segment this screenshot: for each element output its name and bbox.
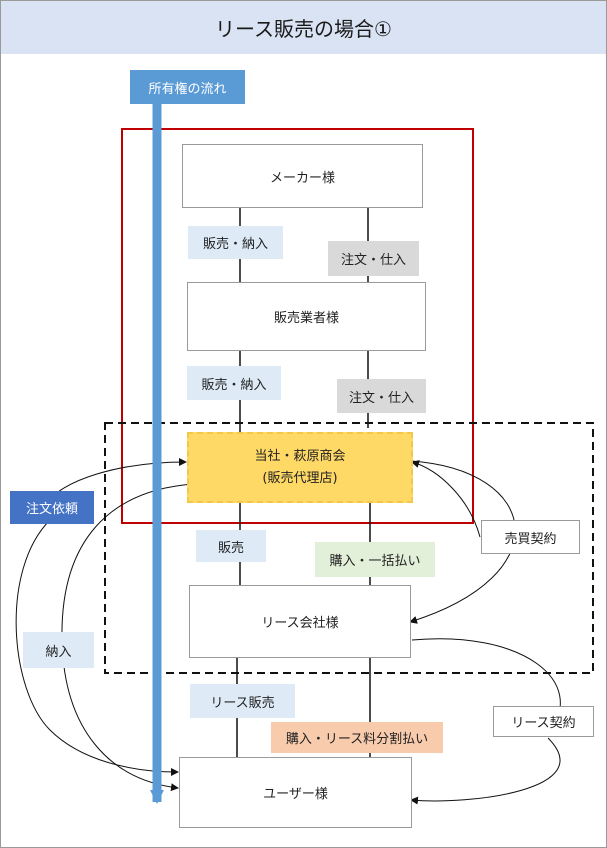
label-sales-contract: 売買契約 [481, 520, 580, 554]
ours-role: (販売代理店) [262, 470, 338, 486]
label-purchase-lease-installments: 購入・リース料分割払い [271, 722, 443, 753]
label-sale: 販売 [196, 530, 266, 562]
label-sale-delivery-1: 販売・納入 [188, 226, 283, 259]
label-order-purchase-2: 注文・仕入 [337, 379, 426, 413]
label-order-purchase-1: 注文・仕入 [328, 241, 419, 276]
sales-channel-frame [121, 128, 474, 524]
label-order-request: 注文依頼 [10, 491, 94, 524]
ownership-flow-label: 所有権の流れ [130, 70, 245, 104]
dealer-node: 販売業者様 [187, 282, 426, 351]
label-lease-sale: リース販売 [190, 684, 295, 718]
label-lease-contract: リース契約 [493, 706, 594, 737]
contract-area-frame [104, 422, 594, 674]
label-sale-delivery-2: 販売・納入 [187, 366, 281, 400]
ours-name: 当社・萩原商会 [254, 448, 346, 464]
ours-node: 当社・萩原商会 (販売代理店) [187, 432, 413, 503]
page-title: リース販売の場合① [1, 1, 606, 54]
label-purchase-lump-sum: 購入・一括払い [315, 542, 435, 577]
curve-order-request-to-user [15, 519, 179, 776]
curve-sales-contract-to-ours [411, 460, 481, 538]
maker-node: メーカー様 [182, 144, 423, 208]
leasing-node: リース会社様 [189, 585, 411, 658]
user-node: ユーザー様 [179, 757, 412, 828]
label-delivery: 納入 [23, 632, 94, 668]
curve-lease-contract-to-user [410, 737, 561, 805]
